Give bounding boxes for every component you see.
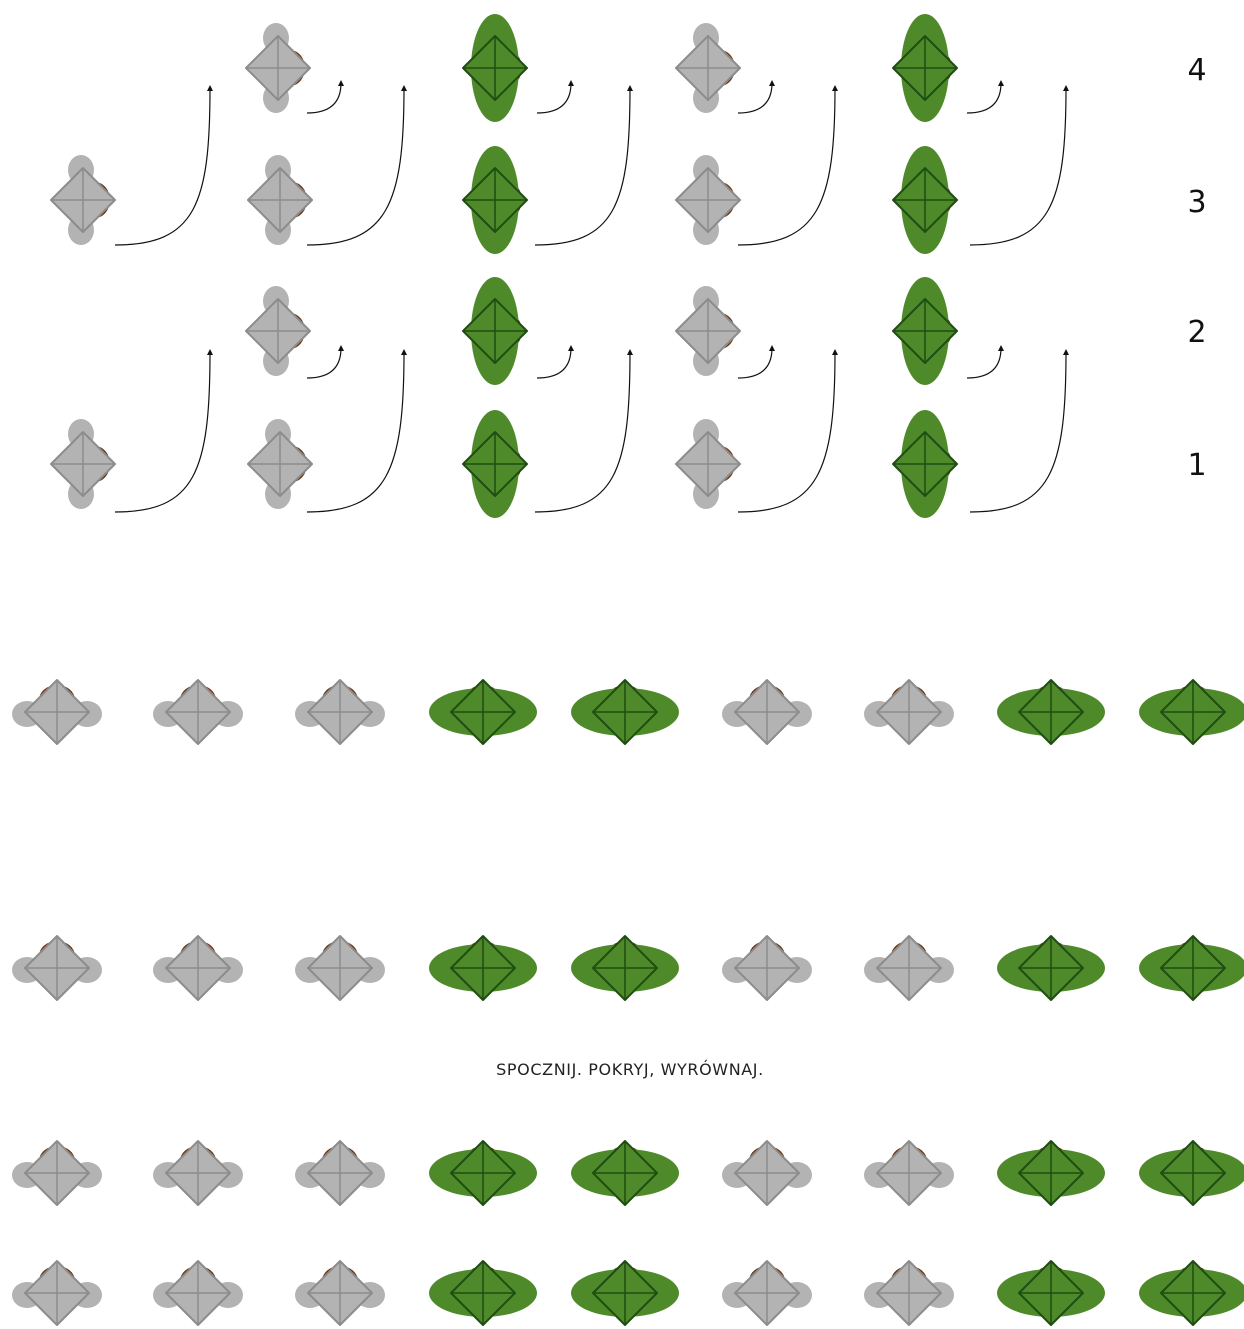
green-soldier-row3-5: [571, 1141, 679, 1205]
gray-soldier-row1-6: [722, 680, 812, 744]
rank-labels: 4 3 2 1: [1187, 53, 1206, 483]
small-curved-arrow-icon: [738, 348, 772, 378]
formation-row-1: [12, 680, 1244, 744]
green-soldier-row3-4: [429, 1141, 537, 1205]
green-soldier-row4-9: [1139, 1261, 1244, 1325]
green-soldier-row4-4: [429, 1261, 537, 1325]
gray-soldier-row3-6: [722, 1141, 812, 1205]
upper-diagram: [51, 14, 1066, 518]
gray-soldier-row2-7: [864, 936, 954, 1000]
gray-soldier-row3-2: [153, 1141, 243, 1205]
gray-soldier-row4-1: [12, 1261, 102, 1325]
gray-soldier-row4-2: [153, 1261, 243, 1325]
formation-caption: SPOCZNIJ. POKRYJ, WYRÓWNAJ.: [496, 1060, 764, 1079]
gray-soldier-row1-3: [295, 680, 385, 744]
green-soldier-4-2: [463, 14, 527, 122]
green-soldier-row3-8: [997, 1141, 1105, 1205]
green-soldier-1-5: [893, 410, 957, 518]
gray-soldier-row3-7: [864, 1141, 954, 1205]
rank-label-2: 2: [1187, 315, 1206, 350]
gray-soldier-2-3: [676, 286, 740, 376]
formation-row-2: [12, 936, 1244, 1000]
curved-arrow-icon: [970, 352, 1066, 512]
green-soldier-3-5: [893, 146, 957, 254]
rank-label-1: 1: [1187, 448, 1206, 483]
gray-soldier-row2-3: [295, 936, 385, 1000]
green-soldier-row1-4: [429, 680, 537, 744]
gray-soldier-row1-1: [12, 680, 102, 744]
green-soldier-2-2: [463, 277, 527, 385]
rank-1: [51, 410, 957, 518]
curved-arrow-icon: [970, 88, 1066, 245]
curved-arrow-icon: [115, 88, 210, 245]
gray-soldier-row2-2: [153, 936, 243, 1000]
gray-soldier-row2-1: [12, 936, 102, 1000]
gray-soldier-4-1: [246, 23, 310, 113]
gray-soldier-4-3: [676, 23, 740, 113]
gray-soldier-3-4: [676, 155, 740, 245]
rank-4: [246, 14, 957, 122]
lower-diagram: [12, 680, 1244, 1325]
small-curved-arrow-icon: [738, 83, 772, 113]
small-curved-arrow-icon: [967, 83, 1001, 113]
gray-soldier-1-4: [676, 419, 740, 509]
green-soldier-row1-5: [571, 680, 679, 744]
gray-soldier-row2-6: [722, 936, 812, 1000]
small-curved-arrow-icon: [307, 348, 341, 378]
green-soldier-row3-9: [1139, 1141, 1244, 1205]
green-soldier-4-4: [893, 14, 957, 122]
gray-soldier-1-2: [248, 419, 312, 509]
green-soldier-row2-8: [997, 936, 1105, 1000]
small-curved-arrow-icon: [537, 83, 571, 113]
green-soldier-row2-4: [429, 936, 537, 1000]
small-curved-arrow-icon: [967, 348, 1001, 378]
green-soldier-row1-8: [997, 680, 1105, 744]
small-curved-arrow-icon: [537, 348, 571, 378]
green-soldier-3-3: [463, 146, 527, 254]
gray-soldier-row3-3: [295, 1141, 385, 1205]
gray-soldier-2-1: [246, 286, 310, 376]
gray-soldier-row1-7: [864, 680, 954, 744]
rank-label-4: 4: [1187, 53, 1206, 88]
green-soldier-row2-9: [1139, 936, 1244, 1000]
green-soldier-row1-9: [1139, 680, 1244, 744]
green-soldier-row4-5: [571, 1261, 679, 1325]
gray-soldier-row1-2: [153, 680, 243, 744]
green-soldier-1-3: [463, 410, 527, 518]
gray-soldier-3-1: [51, 155, 115, 245]
gray-soldier-3-2: [248, 155, 312, 245]
formation-row-3: [12, 1141, 1244, 1205]
formation-row-4: [12, 1261, 1244, 1325]
rank-2: [246, 277, 957, 385]
small-curved-arrow-icon: [307, 83, 341, 113]
green-soldier-2-4: [893, 277, 957, 385]
gray-soldier-row4-3: [295, 1261, 385, 1325]
gray-soldier-row3-1: [12, 1141, 102, 1205]
green-soldier-row4-8: [997, 1261, 1105, 1325]
gray-soldier-row4-6: [722, 1261, 812, 1325]
gray-soldier-row4-7: [864, 1261, 954, 1325]
curved-arrow-icon: [535, 352, 630, 512]
green-soldier-row2-5: [571, 936, 679, 1000]
rank-label-3: 3: [1187, 185, 1206, 220]
gray-soldier-1-1: [51, 419, 115, 509]
curved-arrow-icon: [115, 352, 210, 512]
